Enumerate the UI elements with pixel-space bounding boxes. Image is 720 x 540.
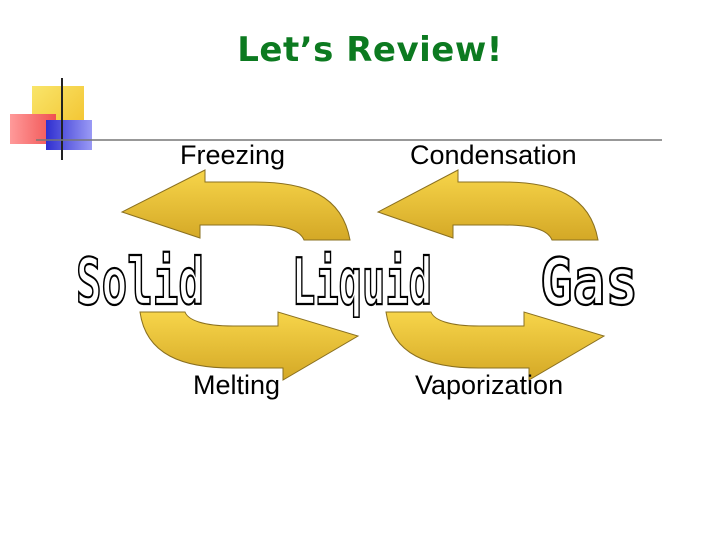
freezing-arrow (120, 169, 351, 241)
vaporization-arrow (385, 311, 606, 381)
slide-title: Let’s Review! (237, 30, 503, 70)
gas-label: Gas (540, 248, 638, 318)
freezing-label: Freezing (180, 140, 286, 170)
solid-word: Solid (75, 248, 205, 318)
vaporization-label: Vaporization (415, 370, 564, 400)
condensation-label: Condensation (410, 140, 577, 170)
melting-label: Melting (193, 370, 281, 400)
gas-word: Gas (539, 248, 639, 318)
liquid-word: Liquid (291, 248, 433, 318)
liquid-label: Liquid (292, 248, 432, 318)
melting-arrow (139, 311, 360, 381)
solid-label: Solid (76, 248, 204, 318)
condensation-arrow (376, 169, 599, 241)
deco-blue-square (46, 120, 92, 150)
